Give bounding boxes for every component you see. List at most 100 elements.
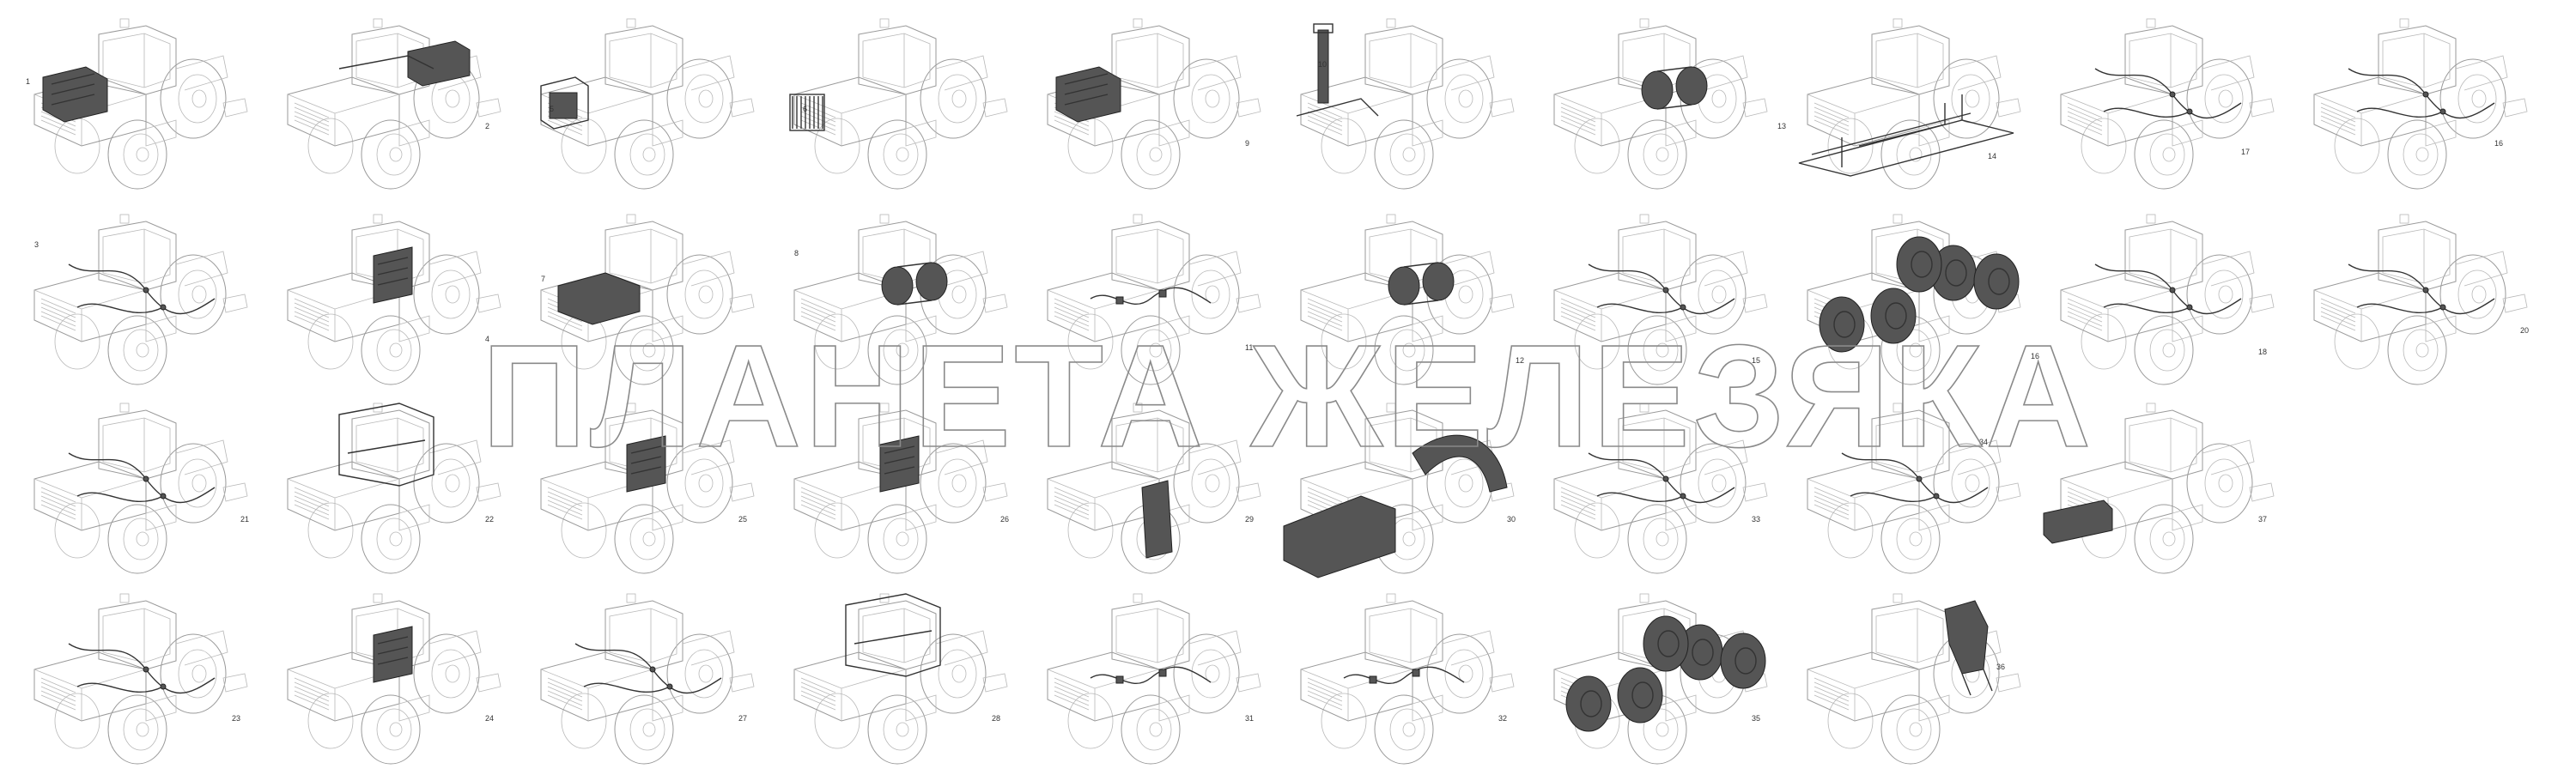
callout-number: 29 <box>1245 515 1254 524</box>
highlighted-part <box>626 435 666 493</box>
highlighted-part <box>1944 600 1993 696</box>
highlighted-part <box>1588 263 1735 315</box>
highlighted-part <box>2094 263 2242 315</box>
callout-number: 25 <box>738 515 747 524</box>
callout-number: 11 <box>1245 343 1253 352</box>
highlighted-part <box>1819 236 2020 353</box>
diagram-cell: 31 <box>1047 593 1261 765</box>
diagram-cell: 10 <box>1296 18 1515 190</box>
tractor-outline <box>793 593 1008 765</box>
callout-number: 13 <box>1777 122 1786 130</box>
callout-number: 23 <box>232 714 240 723</box>
diagram-cell: 32 <box>1300 593 1515 765</box>
highlighted-part <box>373 626 413 683</box>
diagram-cell: 11 <box>1047 214 1261 385</box>
highlighted-part <box>1141 480 1173 559</box>
tractor-outline <box>2060 18 2275 190</box>
diagram-cell: 36 <box>1807 593 2021 765</box>
diagram-cell: 2 <box>287 18 501 190</box>
diagram-cell: 18 <box>2060 214 2275 385</box>
highlighted-part <box>1388 262 1455 306</box>
tractor-outline <box>2060 214 2275 385</box>
tractor-outline <box>287 214 501 385</box>
tractor-outline <box>287 593 501 765</box>
tractor-outline <box>540 403 755 574</box>
callout-number: 24 <box>485 714 494 723</box>
callout-number: 36 <box>1996 663 2005 671</box>
diagram-cell: 5 <box>540 18 755 190</box>
callout-number: 32 <box>1498 714 1507 723</box>
tractor-outline <box>1047 214 1261 385</box>
tractor-outline <box>33 593 248 765</box>
tractor-outline <box>287 18 501 190</box>
callout-number: 16 <box>2031 352 2039 360</box>
highlighted-part <box>1283 434 1508 578</box>
diagram-cell: 21 <box>33 403 249 574</box>
highlighted-part <box>789 94 825 131</box>
highlighted-part <box>1798 94 2014 177</box>
callout-number: 9 <box>1245 139 1249 148</box>
tractor-outline <box>33 403 248 574</box>
callout-number: 15 <box>1752 356 1760 365</box>
diagram-cell: 8 <box>793 214 1008 385</box>
highlighted-part <box>2348 263 2495 315</box>
tractor-outline <box>540 593 755 765</box>
highlighted-part <box>338 403 434 487</box>
tractor-outline <box>1807 18 2021 190</box>
callout-number: 18 <box>2258 348 2267 356</box>
highlighted-part <box>2043 499 2113 544</box>
highlighted-part <box>42 66 108 123</box>
highlighted-part <box>879 435 920 493</box>
diagram-cell: 29 <box>1047 403 1261 574</box>
diagram-cell: 27 <box>540 593 755 765</box>
callout-number: 8 <box>794 249 799 257</box>
highlighted-part <box>1588 452 1735 504</box>
callout-number: 3 <box>34 240 39 249</box>
highlighted-part <box>845 593 941 677</box>
callout-number: 26 <box>1000 515 1009 524</box>
diagram-cell: 26 <box>793 403 1009 574</box>
tractor-outline <box>1553 18 1768 190</box>
highlighted-part <box>1090 287 1212 305</box>
callout-number: 28 <box>992 714 1000 723</box>
highlighted-part <box>1565 615 1766 732</box>
callout-number: 7 <box>541 275 545 283</box>
tractor-outline <box>2313 18 2528 190</box>
tractor-outline <box>1553 214 1768 385</box>
highlighted-part <box>1090 666 1212 684</box>
diagram-cell: 30 <box>1283 403 1516 578</box>
tractor-outline <box>33 214 248 385</box>
tractor-outline <box>1047 593 1261 765</box>
tractor-outline <box>793 403 1008 574</box>
callout-number: 17 <box>2241 148 2250 156</box>
callout-number: 5 <box>550 105 554 113</box>
diagram-cell: 37 <box>2043 403 2275 574</box>
callout-number: 35 <box>1752 714 1760 723</box>
tractor-outline <box>1300 18 1515 190</box>
diagram-cell: 20 <box>2313 214 2529 385</box>
callout-number: 31 <box>1245 714 1254 723</box>
callout-number: 27 <box>738 714 747 723</box>
highlighted-part <box>1296 23 1379 117</box>
tractor-outline <box>287 403 501 574</box>
diagram-cell: 24 <box>287 593 501 765</box>
tractor-outline <box>1300 593 1515 765</box>
diagram-cell: 25 <box>540 403 755 574</box>
diagram-cell: 15 <box>1553 214 1768 385</box>
callout-number: 14 <box>1988 152 1996 160</box>
highlighted-part <box>2094 68 2242 119</box>
highlighted-part <box>1055 66 1121 123</box>
diagram-cell: 23 <box>33 593 248 765</box>
diagram-cell: 14 <box>1798 18 2021 190</box>
tractor-outline <box>793 214 1008 385</box>
tractor-outline <box>1553 403 1768 574</box>
callout-number: 22 <box>485 515 494 524</box>
callout-number: 16 <box>2494 139 2503 148</box>
callout-number: 2 <box>485 122 489 130</box>
highlighted-part <box>557 272 641 325</box>
diagram-cell: 13 <box>1553 18 1786 190</box>
highlighted-part <box>881 262 948 306</box>
highlighted-part <box>1841 452 1989 504</box>
